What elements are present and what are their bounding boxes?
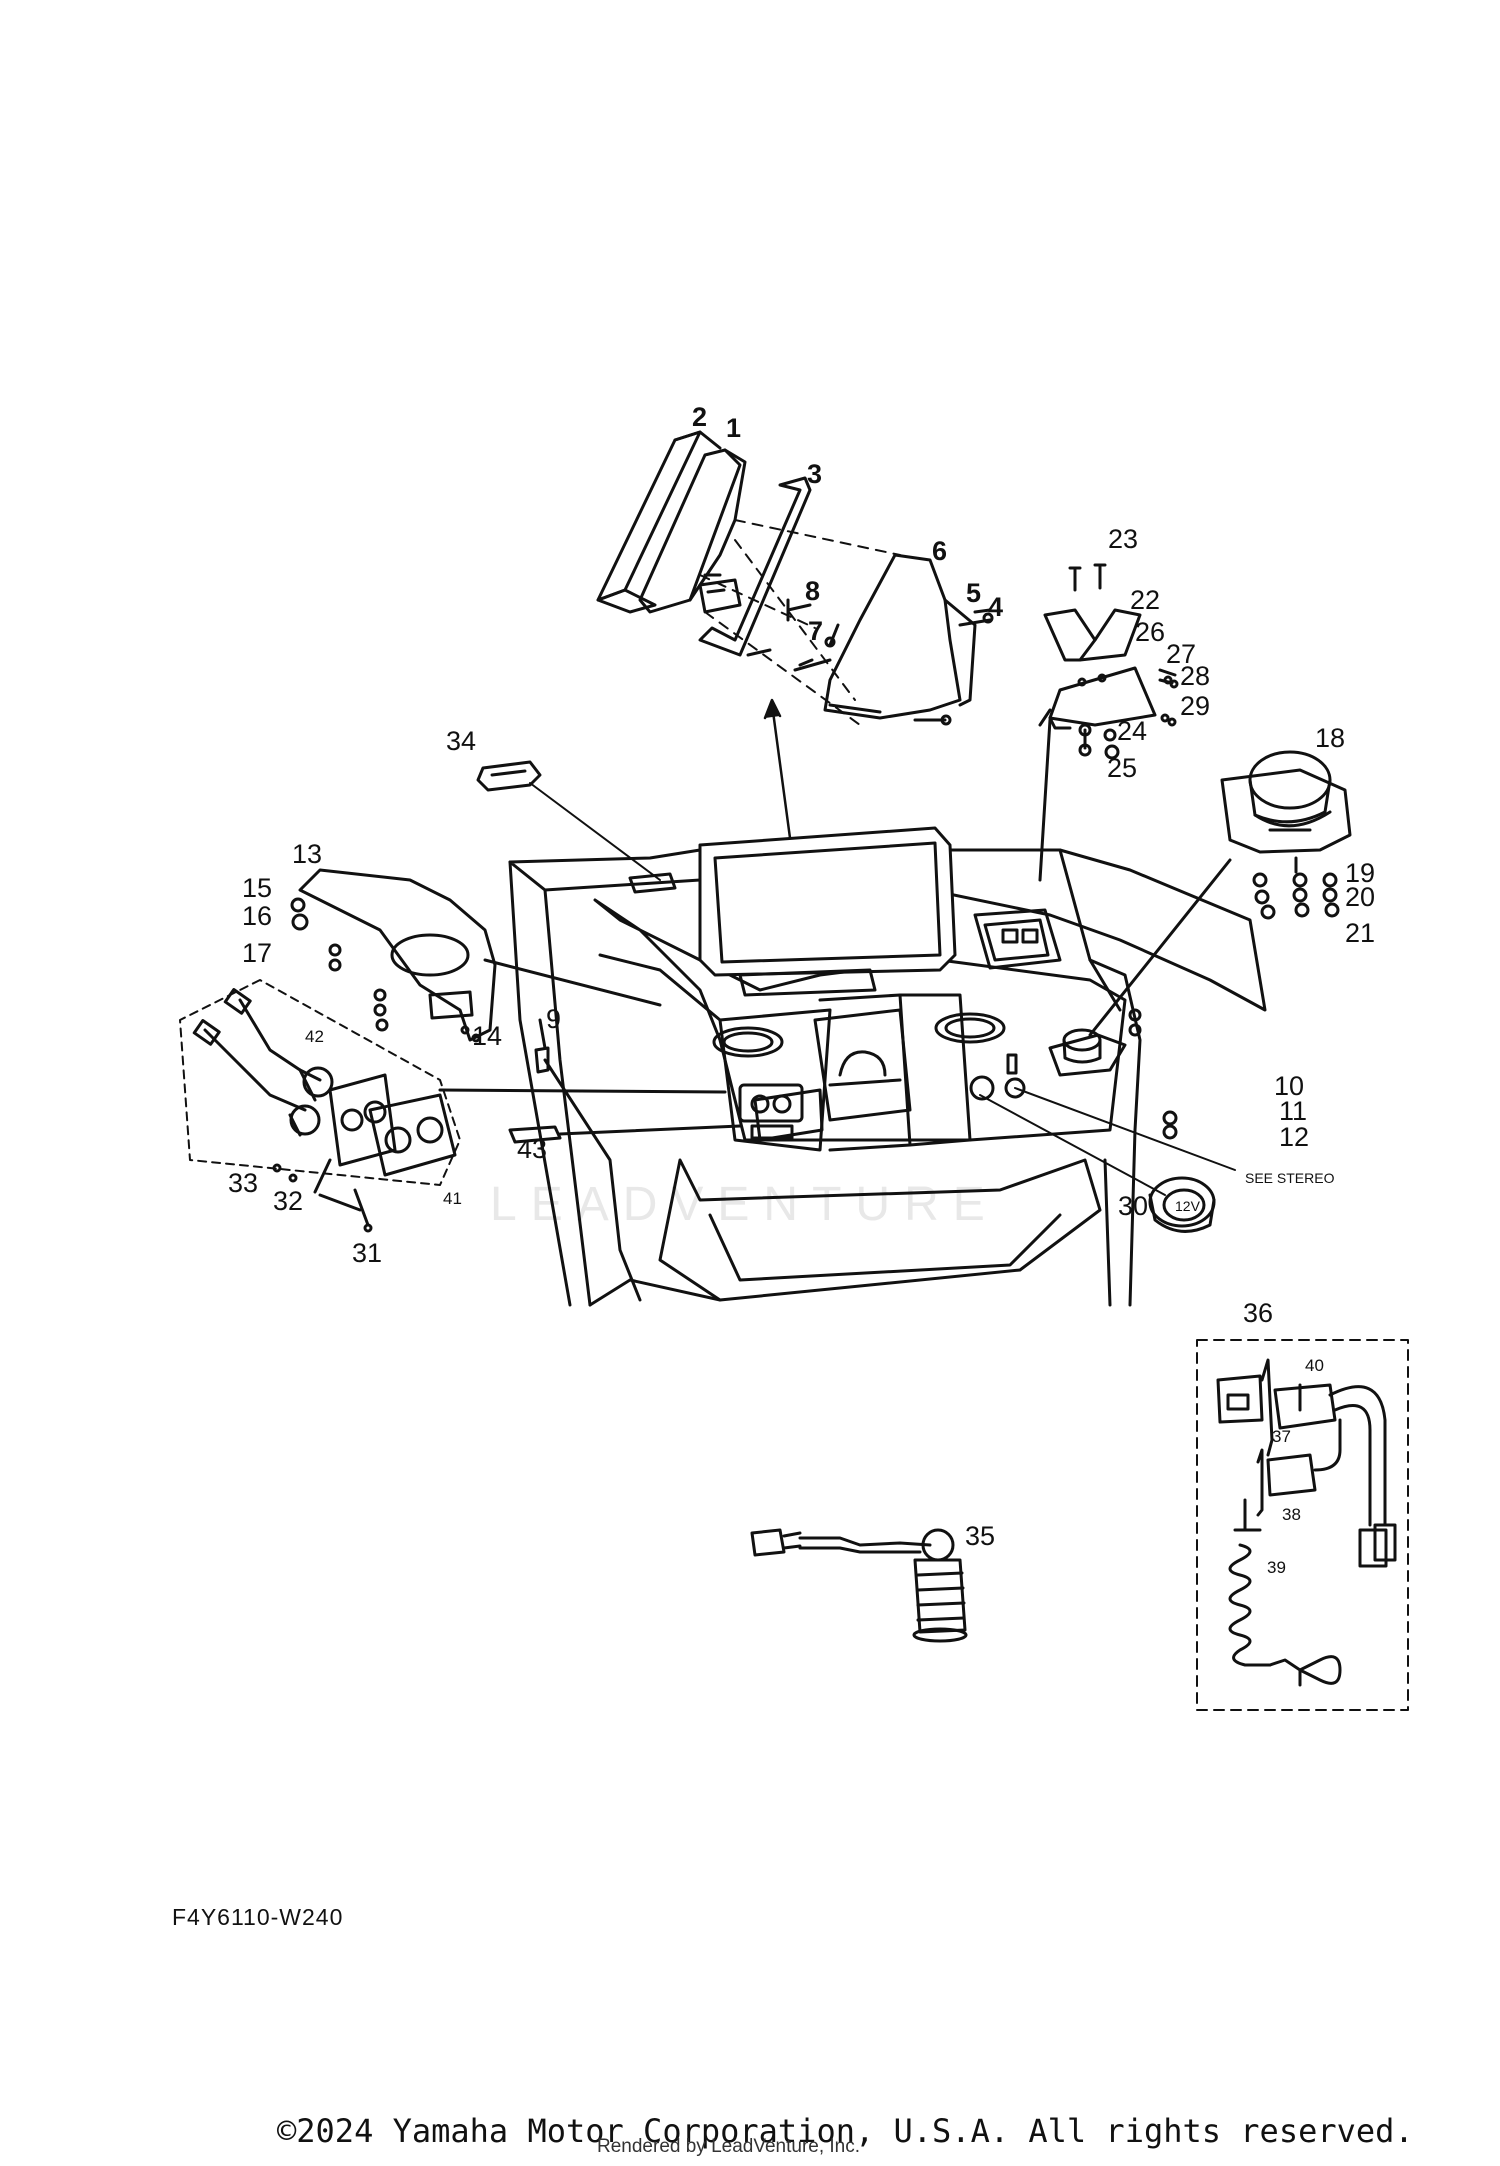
- callout-26: 26: [1135, 617, 1165, 647]
- knob-controller: [1048, 750, 1352, 1077]
- callout-11: 11: [1279, 1096, 1307, 1126]
- callout-13: 13: [292, 839, 322, 869]
- callout-18: 18: [1315, 723, 1345, 753]
- callout-31: 31: [352, 1238, 382, 1268]
- callout-labels: 2 1 3 6 8 5 4 7 23 22 26 27 28 29 24 25 …: [228, 402, 1375, 1577]
- callout-36: 36: [1243, 1298, 1273, 1328]
- callout-16: 16: [242, 901, 272, 931]
- callout-34: 34: [446, 726, 476, 756]
- callout-25: 25: [1107, 753, 1137, 783]
- right-dash-panel: [973, 908, 1062, 970]
- callout-12: 12: [1279, 1122, 1309, 1152]
- callout-43: 43: [517, 1134, 547, 1164]
- usb-port-assembly: [179, 979, 727, 1233]
- charger-label: 12V: [1175, 1198, 1201, 1214]
- callout-33: 33: [228, 1168, 258, 1198]
- callout-19: 19: [1345, 858, 1375, 888]
- callout-4: 4: [988, 592, 1003, 622]
- callout-14: 14: [472, 1021, 502, 1051]
- callout-9: 9: [546, 1004, 561, 1034]
- lanyard-switch-kit: [1196, 1339, 1409, 1711]
- dashboard-console: [508, 848, 1267, 1307]
- callout-24: 24: [1117, 716, 1147, 746]
- callout-27: 27: [1166, 639, 1196, 669]
- speaker-bracket-exploded: [1038, 563, 1179, 882]
- callout-3: 3: [807, 459, 822, 489]
- switch-cable-35: [750, 1528, 968, 1643]
- callout-40: 40: [1305, 1356, 1324, 1375]
- callout-30: 30: [1118, 1191, 1148, 1221]
- multi-function-display: [698, 826, 957, 997]
- cap-part-34: [476, 760, 661, 881]
- callout-42: 42: [305, 1027, 324, 1046]
- copyright-text: ©2024 Yamaha Motor Corporation, U.S.A. A…: [277, 2112, 1414, 2150]
- display-assembly-exploded: [596, 430, 994, 726]
- leader-lines: [979, 1087, 1236, 1196]
- rendered-by-text: Rendered by LeadVenture, Inc.: [597, 2136, 861, 2157]
- callout-41: 41: [443, 1189, 462, 1208]
- callout-2: 2: [692, 402, 707, 432]
- callout-10: 10: [1274, 1071, 1304, 1101]
- callout-17: 17: [242, 938, 272, 968]
- callout-38: 38: [1282, 1505, 1301, 1524]
- callout-20: 20: [1345, 882, 1375, 912]
- callout-35: 35: [965, 1521, 995, 1551]
- callout-22: 22: [1130, 585, 1160, 615]
- callout-7: 7: [808, 616, 823, 646]
- callout-29: 29: [1180, 691, 1210, 721]
- callout-39: 39: [1267, 1558, 1286, 1577]
- callout-6: 6: [932, 536, 947, 566]
- arrow-display-to-dash: [763, 698, 792, 840]
- callout-37: 37: [1272, 1427, 1291, 1446]
- callout-5: 5: [966, 578, 981, 608]
- callout-23: 23: [1108, 524, 1138, 554]
- callout-15: 15: [242, 873, 272, 903]
- diagram-part-code: F4Y6110-W240: [172, 1904, 344, 1930]
- power-socket-12v: 12V: [1148, 1176, 1216, 1233]
- callout-32: 32: [273, 1186, 303, 1216]
- callout-8: 8: [805, 576, 820, 606]
- left-side-panel: [290, 868, 662, 1074]
- callout-1: 1: [726, 413, 741, 443]
- watermark: LEADVENTURE: [490, 1178, 999, 1231]
- label-plate-43: [508, 1124, 742, 1144]
- callout-28: 28: [1180, 661, 1210, 691]
- see-stereo-note: SEE STEREO: [1245, 1170, 1335, 1186]
- callout-21: 21: [1345, 918, 1375, 948]
